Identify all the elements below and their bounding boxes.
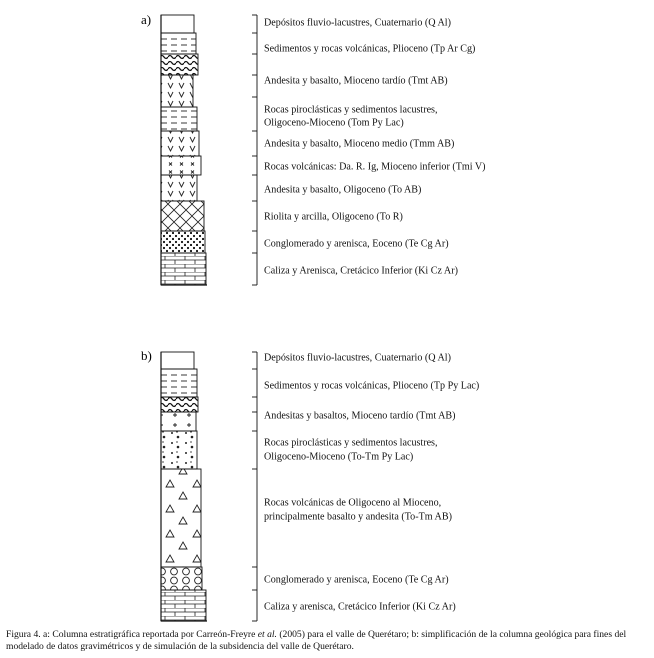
layer-dashes — [160, 32, 197, 55]
unit-label: Andesita y basalto, Mioceno tardío (Tmt … — [264, 76, 448, 87]
layer-blank — [160, 14, 195, 34]
panel-b-column: Depósitos fluvio-lacustres, Cuaternario … — [160, 351, 479, 622]
layer-v — [160, 174, 198, 202]
layer-pyro — [160, 430, 198, 470]
unit-label: Oligoceno-Mioceno (Tom Py Lac) — [264, 118, 404, 129]
panel-a-letter: a) — [141, 12, 151, 27]
unit-label: Caliza y Arenisca, Cretácico Inferior (K… — [264, 266, 458, 277]
unit-label: Sedimentos y rocas volcánicas, Plioceno … — [264, 381, 479, 392]
unit-label: Andesita y basalto, Mioceno medio (Tmm A… — [264, 139, 454, 150]
unit-label: Riolita y arcilla, Oligoceno (To R) — [264, 212, 403, 223]
unit-label: Rocas piroclásticas y sedimentos lacustr… — [264, 105, 438, 116]
layer-blank — [160, 351, 195, 370]
layer-waves — [160, 53, 199, 76]
unit-label: Rocas volcánicas: Da. R. Ig, Mioceno inf… — [264, 162, 486, 173]
unit-label: Rocas piroclásticas y sedimentos lacustr… — [264, 438, 438, 449]
unit-label: principalmente basalto y andesita (To-Tm… — [264, 512, 452, 523]
layer-dots — [160, 230, 206, 254]
unit-label: Depósitos fluvio-lacustres, Cuaternario … — [264, 18, 451, 29]
panel-b-letter: b) — [141, 348, 152, 363]
layer-x — [160, 155, 202, 176]
layer-brick — [160, 589, 207, 622]
unit-label: Depósitos fluvio-lacustres, Cuaternario … — [264, 353, 451, 364]
caption-lead: Figura 4. a: Columna estratigráfica repo… — [6, 629, 258, 640]
unit-label: Conglomerado y arenisca, Eoceno (Te Cg A… — [264, 239, 449, 250]
layer-plus — [160, 411, 197, 432]
unit-label: Conglomerado y arenisca, Eoceno (Te Cg A… — [264, 575, 449, 586]
layer-v — [160, 74, 194, 108]
layer-brick — [160, 252, 207, 286]
panel-a-column: Depósitos fluvio-lacustres, Cuaternario … — [160, 14, 486, 286]
layer-triangle — [160, 468, 202, 568]
layer-waves — [160, 396, 199, 413]
layer-v — [160, 130, 200, 157]
unit-label: Rocas volcánicas de Oligoceno al Mioceno… — [264, 498, 441, 509]
layer-circles — [160, 566, 203, 591]
layer-cross — [160, 200, 205, 232]
layer-dashes — [160, 368, 198, 398]
unit-label: Caliza y arenisca, Cretácico Inferior (K… — [264, 602, 456, 613]
unit-label: Andesita y basalto, Oligoceno (To AB) — [264, 185, 421, 196]
unit-label: Oligoceno-Mioceno (To-Tm Py Lac) — [264, 452, 413, 463]
caption-rest: (2005) para el valle de Querétaro; b: si… — [6, 629, 627, 652]
caption-italic: et al. — [257, 629, 277, 640]
figure-caption: Figura 4. a: Columna estratigráfica repo… — [6, 629, 651, 653]
unit-label: Sedimentos y rocas volcánicas, Plioceno … — [264, 44, 475, 55]
layer-dashes — [160, 106, 198, 132]
unit-label: Andesitas y basaltos, Mioceno tardío (Tm… — [264, 411, 455, 422]
